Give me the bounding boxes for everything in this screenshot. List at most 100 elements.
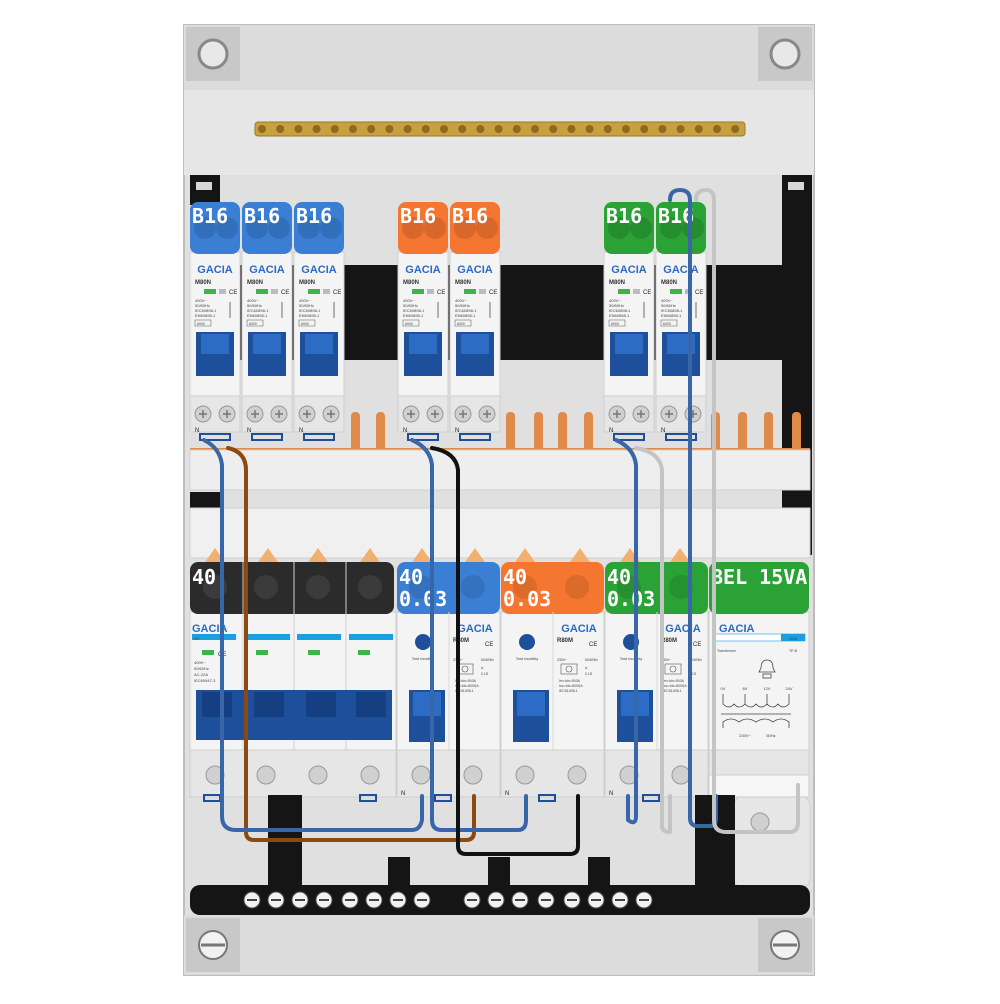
main-switch-spec: AC-22A	[194, 672, 208, 677]
mcb-spec-line: IEC60898-1	[609, 308, 631, 313]
mcb-model: M80N	[195, 280, 211, 286]
wiring	[202, 188, 800, 856]
mcb-cap	[604, 202, 654, 254]
rcd-sensitivity: 0.03	[399, 587, 447, 611]
rcd-test-text: Test monthly	[620, 656, 642, 661]
rcd-freq: 50/60Hz	[689, 658, 702, 662]
cap-screw-cover	[669, 575, 693, 599]
main-switch-handle	[356, 692, 386, 717]
cap-screw-cover	[608, 217, 630, 239]
mcb-spec-line: EN60898-1	[247, 313, 268, 318]
mcb-model: M80N	[455, 280, 471, 286]
mcb-indicator	[464, 289, 476, 294]
comb-tip	[410, 548, 434, 565]
main-switch-cap	[190, 562, 394, 614]
mcb-handle-top	[615, 334, 643, 354]
rcd-brand: GACIA	[665, 623, 701, 635]
rcd-spec: IEC61008-1	[663, 689, 682, 693]
earth-bar-hole	[349, 125, 357, 133]
top-breaker-row: B16GACIAM80NCE400V~50/60HzIEC60898-1EN60…	[189, 202, 707, 441]
main-switch-spec: 400V~	[194, 660, 206, 665]
earth-bar-hole	[476, 125, 485, 133]
earth-bar-hole	[421, 125, 430, 133]
mcb-mark	[633, 289, 640, 294]
mcb-indicator	[670, 289, 682, 294]
mcb-breaker: B16GACIAM80NCE400V~50/60HzIEC60898-1EN60…	[241, 202, 293, 441]
earth-bar-hole	[531, 125, 539, 133]
main-switch-model: DH	[194, 637, 200, 641]
mcb-indicator	[412, 289, 424, 294]
mcb-brand: GACIA	[457, 264, 493, 276]
earth-bar-hole	[603, 125, 612, 133]
terminal-screw	[567, 765, 587, 785]
cap-screw-cover	[424, 217, 446, 239]
rail-clip-slot-right	[788, 182, 804, 190]
bell-icon-base	[762, 673, 772, 679]
mcb-class-box	[246, 319, 264, 327]
mcb-breaker: B16GACIAM80NCE400V~50/60HzIEC60898-1EN60…	[189, 202, 241, 441]
rcd-handle-top	[413, 692, 441, 716]
wire-blue-2	[410, 438, 528, 832]
earth-bar-hole	[276, 125, 285, 133]
mcb-clip	[407, 433, 439, 441]
mcb-spec-line: 50/60Hz	[299, 303, 314, 308]
mcb-brand: GACIA	[197, 264, 233, 276]
mcb-model: M80N	[661, 280, 677, 286]
transformer-badge-bg	[781, 634, 805, 641]
terminal-n-label: N	[455, 428, 459, 434]
mcb-breaker: B16GACIAM80NCE400V~50/60HzIEC60898-1EN60…	[293, 202, 345, 441]
mcb-mark	[479, 289, 486, 294]
screw-slot	[613, 410, 621, 418]
mcb-class: 6000	[197, 322, 205, 326]
main-switch-spec: IEC60947-3	[194, 678, 216, 683]
rcd-symbol	[669, 665, 677, 673]
mcb-mark	[271, 289, 278, 294]
test-button-icon	[519, 634, 535, 650]
comb-pin	[351, 412, 360, 452]
rcd-spec: Im=Idn=500A	[663, 679, 685, 683]
screw-slot	[199, 410, 207, 418]
cover-strip-mid	[189, 507, 811, 559]
wire-blue-3	[614, 438, 638, 825]
mcb-model: M80N	[247, 280, 263, 286]
transformer-tap-label: 24V	[785, 686, 792, 691]
rcd-tau: 0.1S	[689, 672, 697, 676]
mcb-brand: GACIA	[405, 264, 441, 276]
pole-strip	[349, 634, 393, 640]
mcb-model: M80N	[299, 280, 315, 286]
mcb-spec-line: EN60898-1	[195, 313, 216, 318]
rcd-model: R80M	[557, 638, 573, 644]
mcb-spec-line: 400V~	[195, 298, 207, 303]
mcb-brand: GACIA	[611, 264, 647, 276]
bottom-comb-busbar	[203, 548, 692, 565]
corner-screw-bottom-right	[758, 918, 812, 972]
mcb-breaker: B16GACIAM80NCE400V~50/60HzIEC60898-1EN60…	[655, 202, 707, 441]
mcb-mark	[427, 289, 434, 294]
mcb-spec-line: IEC60898-1	[661, 308, 683, 313]
screw-slot	[483, 410, 491, 418]
earth-bar-hole	[330, 125, 339, 133]
cover-strip-top	[189, 449, 811, 491]
ce-mark: CE	[437, 290, 445, 296]
ce-mark: CE	[489, 290, 497, 296]
mcb-spec-line: EN60898-1	[661, 313, 682, 318]
cap-screw-cover	[246, 217, 268, 239]
earth-bar-hole	[512, 125, 521, 133]
bottom-device-row: 40GACIADHCE400V~50/60HzAC-22AIEC60947-34…	[189, 562, 811, 888]
mcb-class: 6000	[611, 322, 619, 326]
earth-bar-hole	[658, 125, 667, 133]
clip	[642, 794, 660, 802]
rcd-handle-top	[517, 692, 545, 716]
enclosure-bottom-band	[184, 915, 814, 975]
earth-bar-hole	[676, 125, 685, 133]
rcd-cap	[501, 562, 604, 614]
rcd-freq: 50/60Hz	[481, 658, 494, 662]
terminal-screw	[308, 765, 328, 785]
mcb-cap	[294, 202, 344, 254]
rcd-spec: Inc=Idc=6000A	[455, 684, 479, 688]
transformer-coil-secondary	[722, 694, 790, 708]
earth-busbar	[254, 121, 746, 137]
